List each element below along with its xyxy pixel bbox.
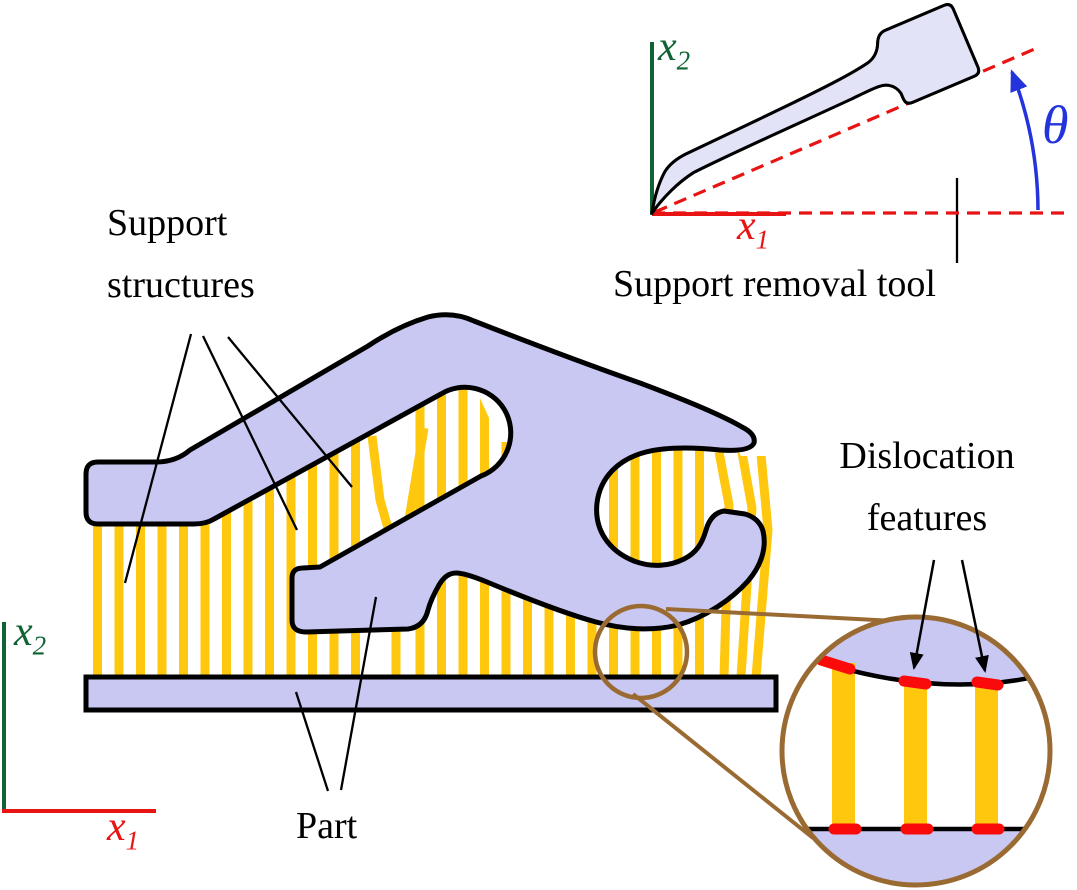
base-plate: [83, 674, 779, 713]
inset-x1-sub: 1: [755, 224, 770, 255]
dislocation-arrow-1: [909, 559, 936, 670]
magnifier-lens-circle: [779, 614, 1053, 888]
main-x1-base: x: [107, 804, 126, 850]
support-leader-3: [227, 336, 353, 488]
main-x2-sub: 2: [32, 630, 47, 661]
support-stripe-bent: [714, 451, 734, 678]
inset-x1-label: x1: [737, 205, 769, 253]
inset-x2-label: x2: [658, 26, 690, 74]
main-x1-sub: 1: [125, 825, 140, 856]
dislocation-arrows: [909, 559, 989, 673]
dislocation-line1: Dislocation: [839, 435, 1015, 477]
inset-x2-base: x: [658, 24, 677, 70]
part-leader-2: [339, 596, 378, 791]
magnifier-lens: [779, 614, 1053, 888]
support-stripe-bent: [751, 443, 773, 678]
support-structures-line2: structures: [107, 263, 255, 306]
support-removal-tool-label: Support removal tool: [613, 263, 936, 305]
support-structures-line1: Support: [107, 202, 228, 244]
dislocation-feature-marks: [815, 654, 1005, 835]
dislocation-arrow-2: [960, 559, 989, 673]
magnifier-cone-top: [665, 607, 896, 623]
support-structures-label: Support structures: [107, 193, 255, 316]
leader-lines: [123, 178, 959, 792]
part-label: Part: [296, 805, 358, 847]
dislocation-line2: features: [866, 496, 988, 539]
part-leader-1: [294, 691, 330, 792]
tool-inset: [619, 0, 1070, 216]
support-stripe-bent: [736, 446, 757, 678]
magnifier-cone-bottom: [631, 692, 815, 840]
support-leader-2: [201, 335, 299, 531]
part-body: [83, 312, 767, 635]
support-leader-1: [123, 333, 193, 584]
dislocation-features-label: Dislocation features: [817, 426, 1037, 549]
main-x1-label: x1: [107, 806, 139, 854]
angle-arc-arrow: [1010, 69, 1040, 211]
main-axes: [2, 622, 156, 813]
theta-label: θ: [1042, 95, 1069, 155]
main-x2-label: x2: [14, 611, 46, 659]
inset-x2-sub: 2: [676, 45, 691, 76]
main-x2-base: x: [14, 609, 33, 655]
inset-x1-base: x: [737, 203, 756, 249]
lens-support-columns: [832, 663, 998, 831]
